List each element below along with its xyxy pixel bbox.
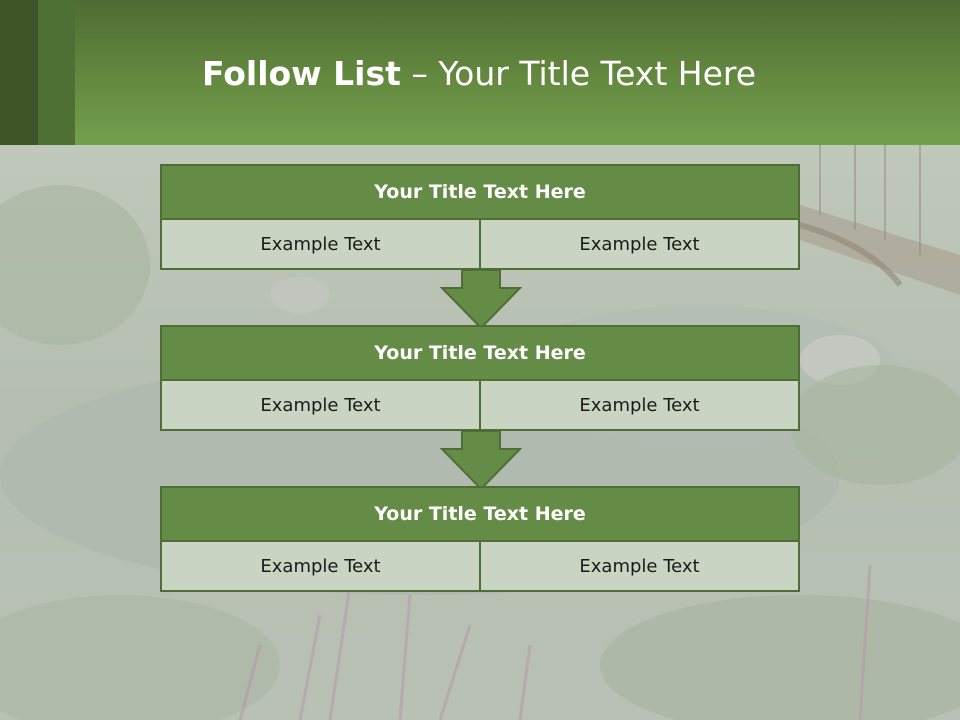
page-title-rest: – Your Title Text Here — [400, 54, 757, 93]
down-arrow-icon — [440, 431, 522, 491]
step-item: Example Text — [481, 381, 800, 431]
step-title: Your Title Text Here — [160, 325, 800, 381]
header-mid-strip — [38, 0, 75, 145]
step-title: Your Title Text Here — [160, 486, 800, 542]
step-row: Example Text Example Text — [160, 381, 800, 431]
step-title: Your Title Text Here — [160, 164, 800, 220]
step-block-1: Your Title Text Here Example Text Exampl… — [160, 164, 800, 270]
step-item: Example Text — [160, 220, 481, 270]
step-item: Example Text — [160, 381, 481, 431]
down-arrow-icon — [440, 270, 522, 330]
header-band: Follow List – Your Title Text Here — [0, 0, 960, 145]
step-item: Example Text — [160, 542, 481, 592]
step-item: Example Text — [481, 542, 800, 592]
step-block-2: Your Title Text Here Example Text Exampl… — [160, 325, 800, 431]
step-item: Example Text — [481, 220, 800, 270]
page-title: Follow List – Your Title Text Here — [202, 54, 756, 93]
step-row: Example Text Example Text — [160, 220, 800, 270]
step-row: Example Text Example Text — [160, 542, 800, 592]
header-dark-strip — [0, 0, 38, 145]
step-block-3: Your Title Text Here Example Text Exampl… — [160, 486, 800, 592]
page-title-bold: Follow List — [202, 54, 401, 93]
